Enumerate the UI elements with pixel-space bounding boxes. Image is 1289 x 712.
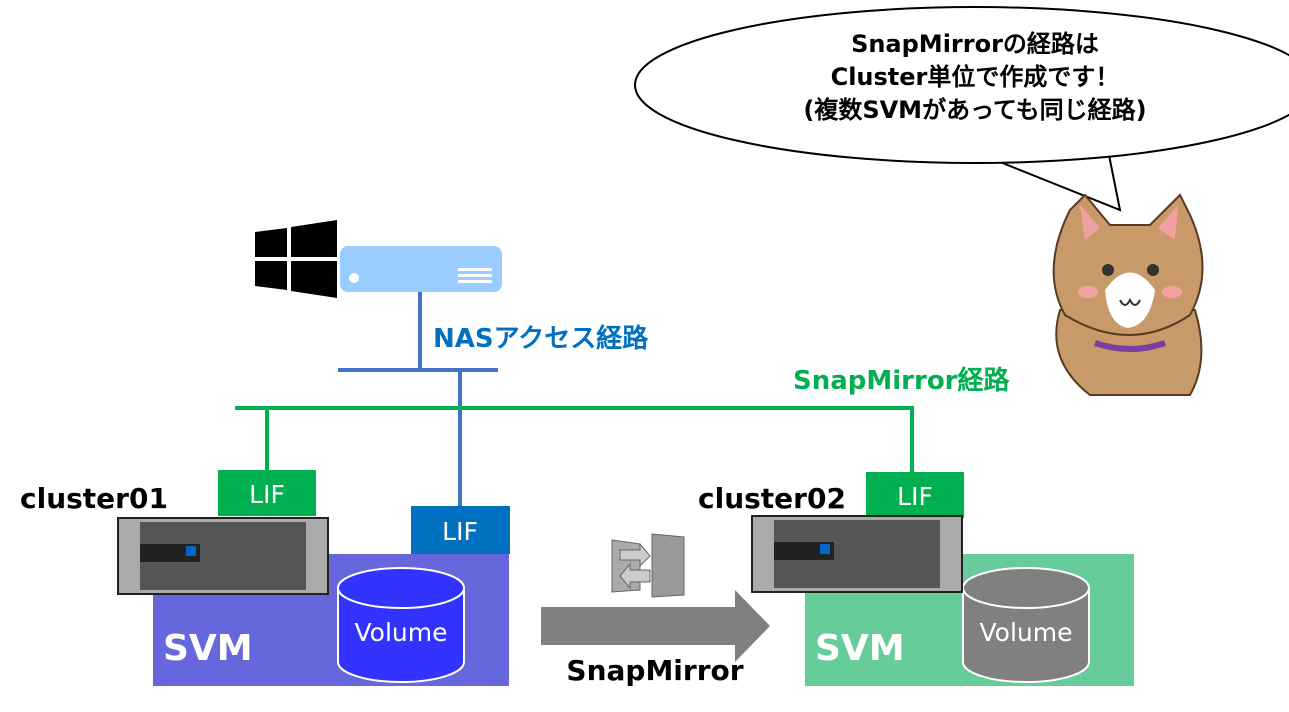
nas-network xyxy=(338,292,498,506)
bubble-line-2: Cluster単位で作成です！ xyxy=(831,63,1120,91)
storage-appliance-icon xyxy=(117,517,329,595)
snapmirror-transfer-icon xyxy=(611,533,685,598)
bubble-line-3: (複数SVMがあっても同じ経路) xyxy=(803,96,1146,124)
lif-nas-source xyxy=(411,506,510,554)
lif-snapmirror-source-label: LIF xyxy=(249,480,285,509)
snapmirror-label: SnapMirror xyxy=(566,654,743,687)
cluster02-label: cluster02 xyxy=(698,482,846,515)
cat-illustration xyxy=(1052,193,1204,396)
nas-path-label: NASアクセス経路 xyxy=(433,323,649,354)
cluster01-label: cluster01 xyxy=(20,482,168,515)
volume-destination: Volume xyxy=(962,567,1090,683)
lif-snapmirror-source xyxy=(218,470,316,516)
storage-appliance-icon xyxy=(751,515,963,593)
svm-destination-label: SVM xyxy=(815,628,905,669)
svm-source-label: SVM xyxy=(163,628,253,669)
snapmirror-network xyxy=(235,406,914,472)
bubble-line-1: SnapMirrorの経路は xyxy=(851,30,1099,58)
snapmirror-arrow xyxy=(541,590,770,662)
lif-snapmirror-destination-label: LIF xyxy=(897,482,933,511)
server-icon xyxy=(340,246,502,292)
snapmirror-path-label: SnapMirror経路 xyxy=(793,365,1011,396)
speech-bubble: SnapMirrorの経路は Cluster単位で作成です！ (複数SVMがあっ… xyxy=(634,6,1289,212)
windows-logo-icon xyxy=(255,220,337,298)
volume-destination-label: Volume xyxy=(980,618,1073,647)
volume-source-label: Volume xyxy=(355,618,448,647)
lif-nas-source-label: LIF xyxy=(442,517,478,546)
lif-snapmirror-destination xyxy=(866,472,964,518)
volume-source: Volume xyxy=(337,567,465,683)
